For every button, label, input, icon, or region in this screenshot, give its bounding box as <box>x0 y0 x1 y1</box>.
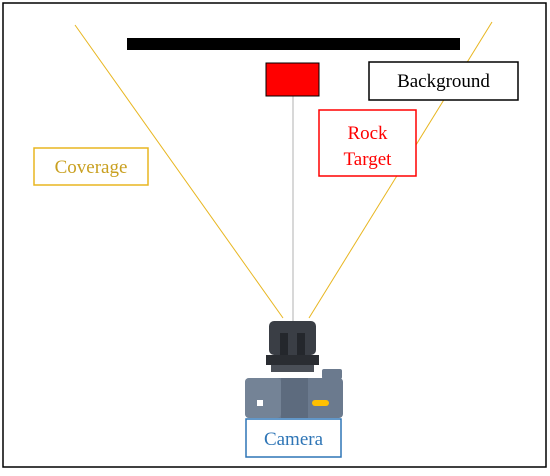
coverage-line-left <box>74 24 284 319</box>
coverage-label-box: Coverage <box>33 147 149 186</box>
camera-label-box: Camera <box>245 418 342 458</box>
background-bar <box>127 38 460 50</box>
background-label-box: Background <box>368 61 519 101</box>
rock-target-label-box: Rock Target <box>318 109 417 177</box>
camera-label: Camera <box>264 429 324 450</box>
coverage-label: Coverage <box>55 157 128 178</box>
rock-target-label-line1: Rock <box>347 123 388 144</box>
rock-target <box>265 62 320 97</box>
rock-target-label-line2: Target <box>344 149 393 170</box>
background-label: Background <box>397 71 490 92</box>
camera-icon <box>245 321 343 418</box>
